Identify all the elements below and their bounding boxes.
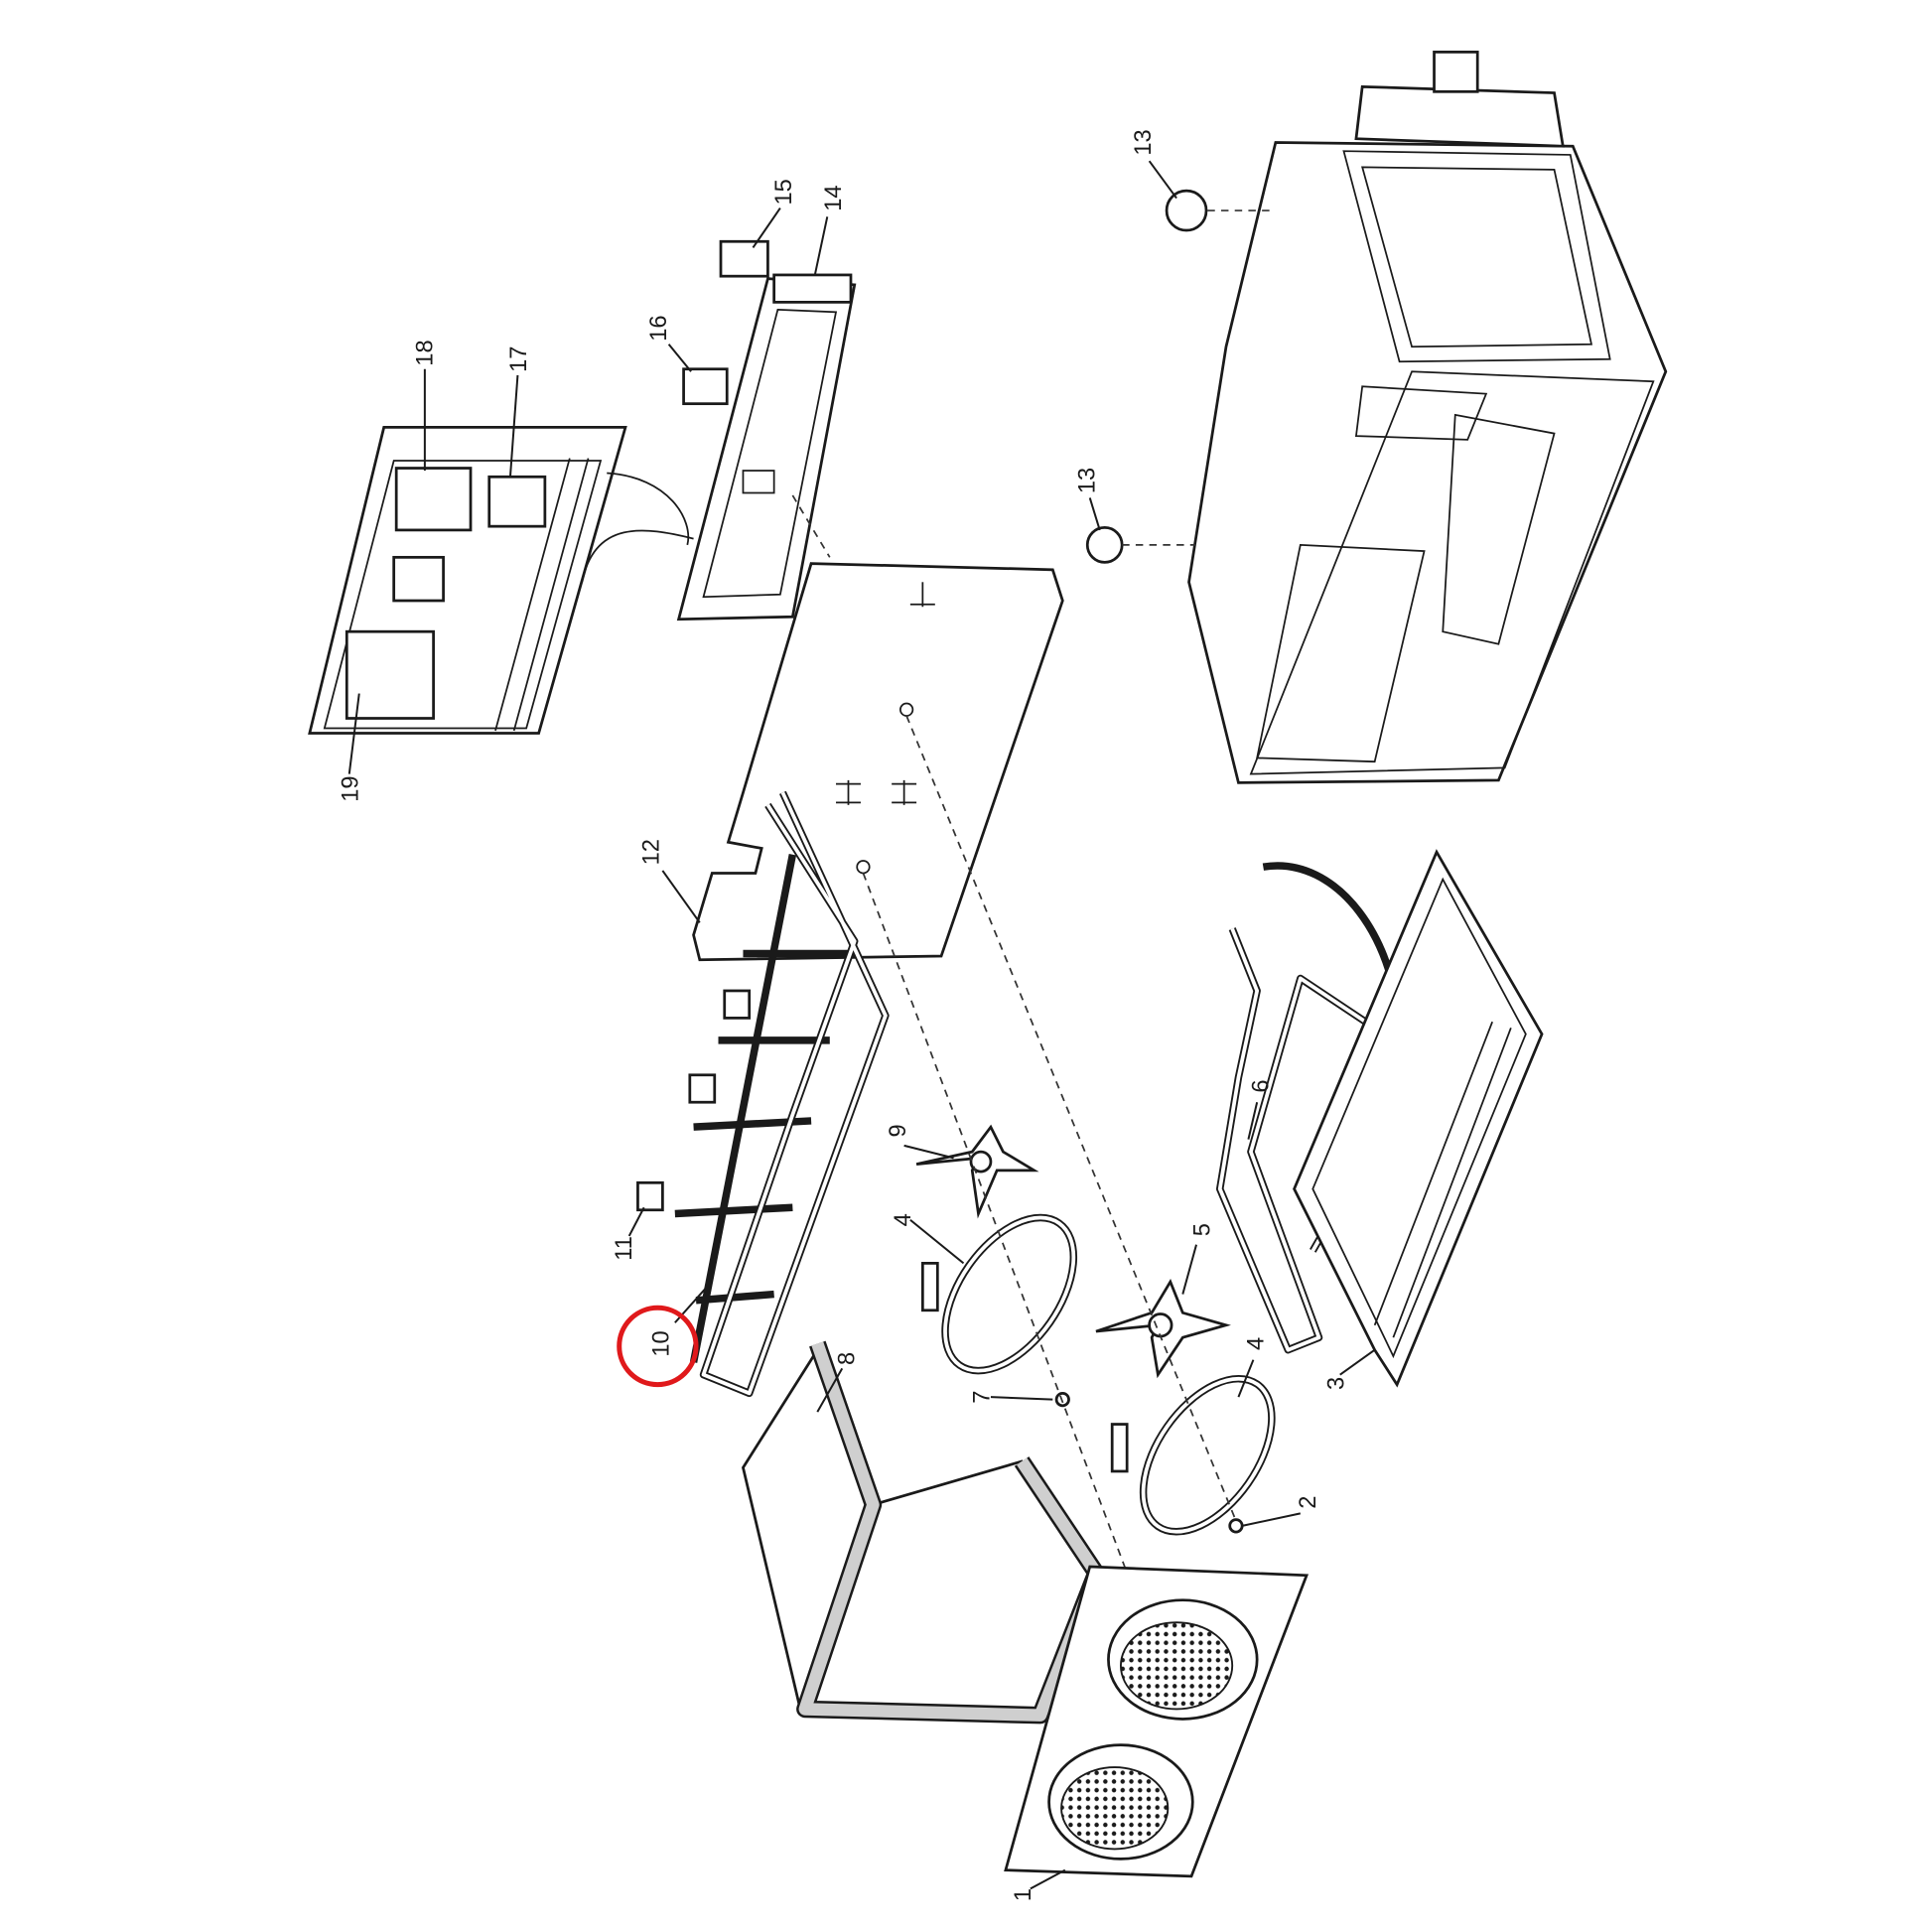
callout-3: 3 — [1323, 1377, 1349, 1390]
nut-7 — [1054, 1391, 1070, 1408]
callout-10: 10 — [649, 1330, 675, 1356]
callout-13-upper: 13 — [1131, 129, 1157, 155]
callout-7: 7 — [970, 1391, 996, 1404]
callout-14: 14 — [821, 185, 847, 210]
callout-12: 12 — [639, 839, 665, 865]
callout-5: 5 — [1190, 1223, 1216, 1236]
oven-outer-casing — [1187, 51, 1668, 784]
inner-front-panel — [1004, 1565, 1310, 1878]
ring-element-upper — [920, 1213, 1078, 1375]
nut-2 — [1228, 1518, 1244, 1534]
callout-6: 6 — [1248, 1079, 1274, 1092]
callout-13-lower: 13 — [1075, 468, 1101, 493]
callout-18: 18 — [412, 340, 438, 365]
callout-11: 11 — [612, 1236, 637, 1261]
lamp-13-lower — [1085, 526, 1124, 564]
thermostat-15 — [719, 239, 769, 278]
element-clips — [636, 989, 752, 1212]
callout-4-lower: 4 — [1243, 1337, 1269, 1350]
callout-17: 17 — [506, 346, 532, 372]
oven-cavity — [741, 1340, 1105, 1725]
callout-1: 1 — [1011, 1888, 1036, 1901]
callout-16: 16 — [646, 315, 672, 341]
control-module-panel — [308, 425, 694, 735]
ring-element-lower — [1110, 1374, 1276, 1536]
grill-heating-element — [674, 790, 890, 1398]
thermostat-16 — [682, 367, 729, 406]
callout-4-upper: 4 — [891, 1213, 916, 1226]
control-bracket — [676, 273, 857, 621]
callout-15: 15 — [771, 179, 797, 205]
lamp-13-upper — [1165, 189, 1208, 232]
callout-leaders — [347, 160, 1376, 1890]
callout-8: 8 — [835, 1352, 861, 1365]
oven-shelf-tray — [1293, 849, 1544, 1388]
callout-2: 2 — [1296, 1496, 1321, 1509]
assembly-lines — [791, 209, 1276, 1574]
callout-19: 19 — [339, 775, 364, 801]
callout-labels: 1 2 3 4 4 5 6 7 8 9 10 11 12 13 13 14 15… — [339, 129, 1350, 1901]
callout-9: 9 — [886, 1124, 911, 1137]
fan-blade-5 — [1095, 1279, 1231, 1379]
highlight-circle-part-10 — [617, 1305, 699, 1388]
back-panel — [692, 562, 1064, 962]
